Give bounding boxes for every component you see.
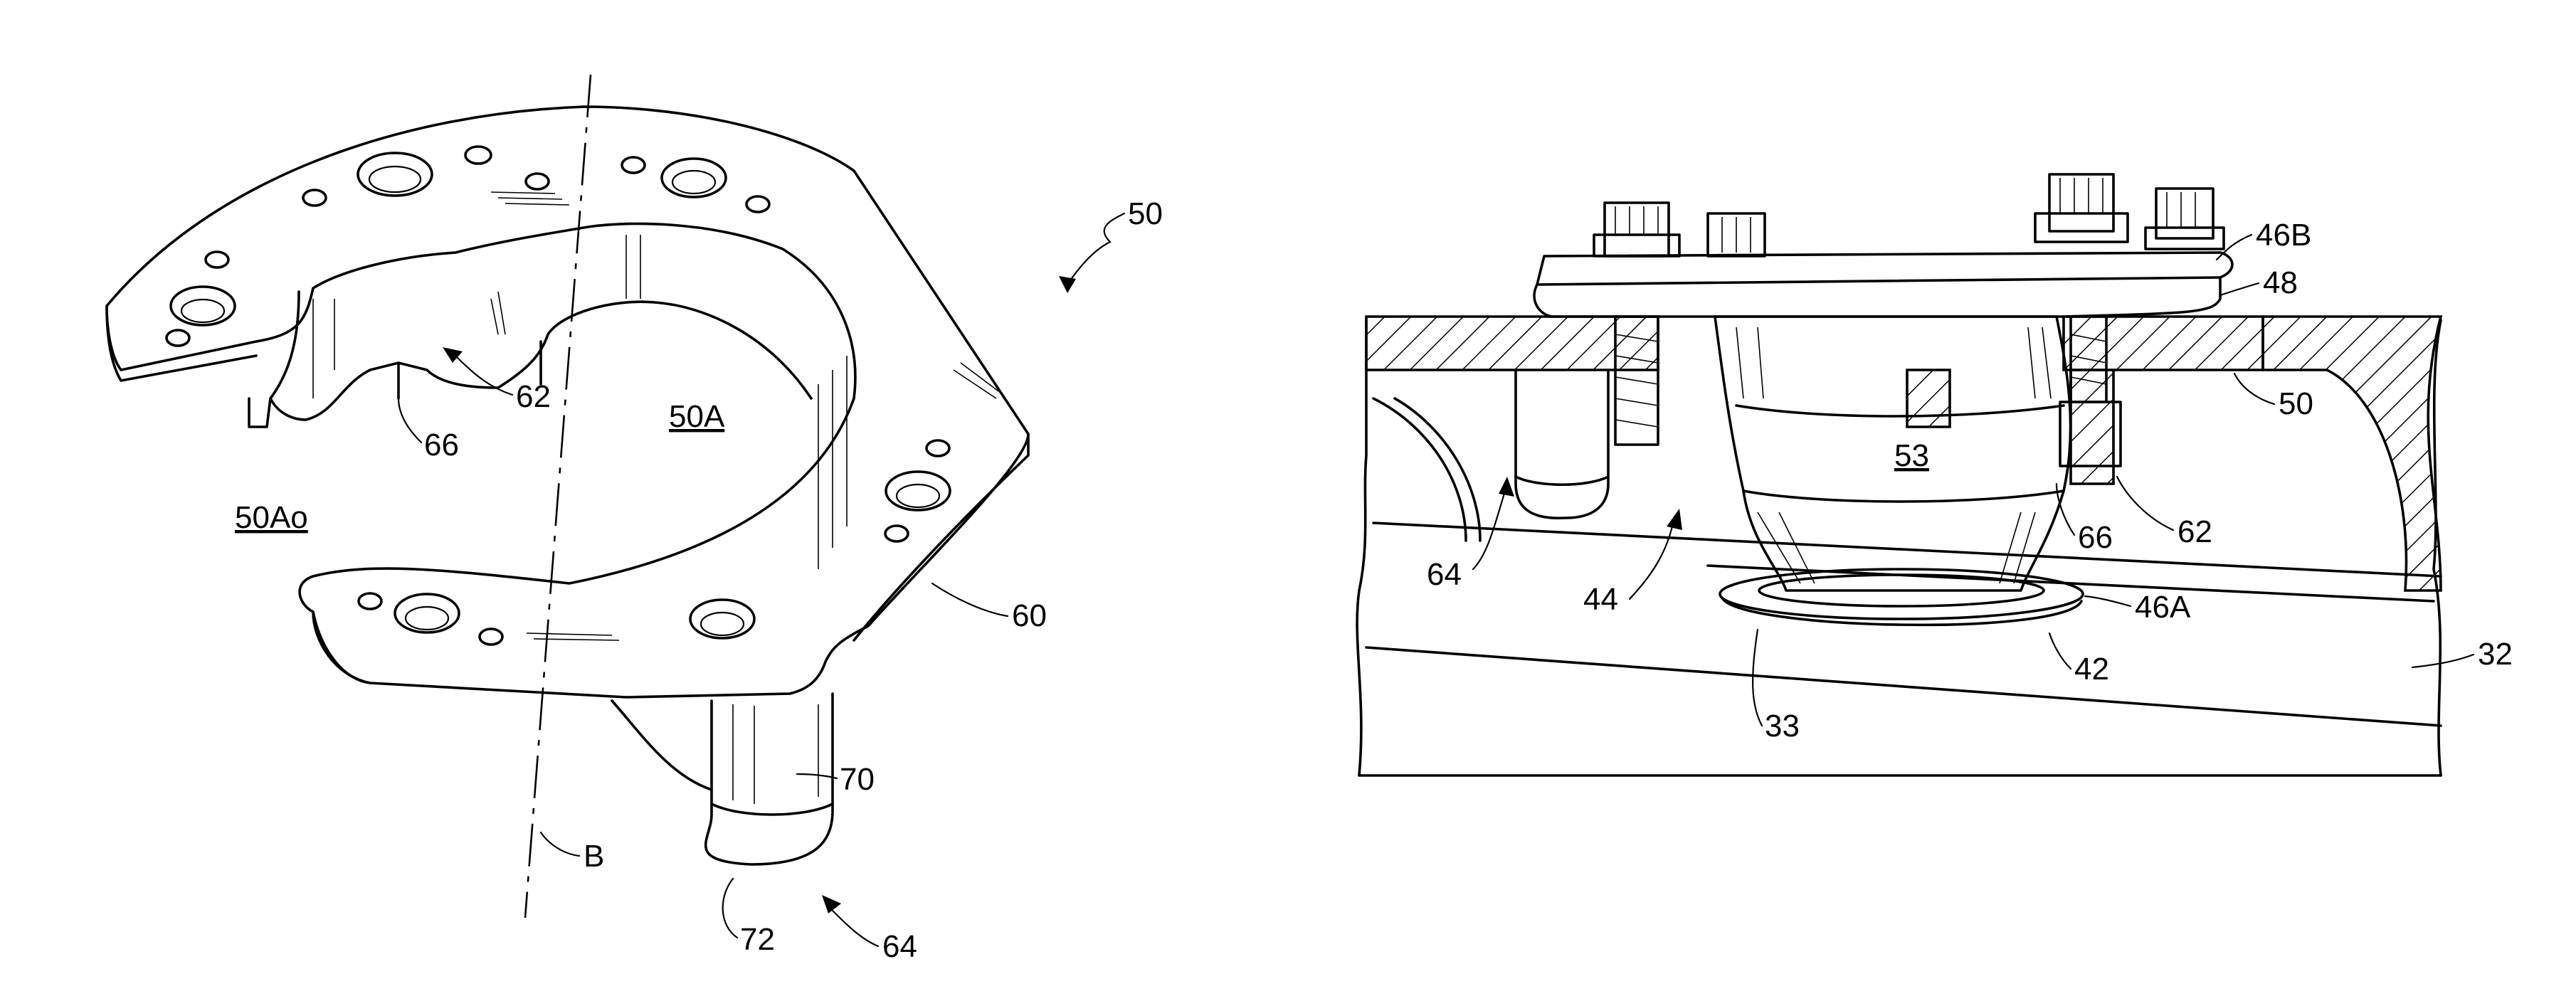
label-33: 33	[1765, 709, 1800, 743]
label-b: B	[584, 839, 604, 874]
label-70: 70	[840, 762, 875, 797]
label-72: 72	[740, 922, 775, 957]
label-46b: 46B	[2256, 218, 2311, 253]
label-64: 64	[882, 929, 917, 964]
label-50-right: 50	[2279, 386, 2313, 421]
label-64-right: 64	[1427, 557, 1462, 592]
disk-46a	[1720, 569, 2083, 619]
label-46a: 46A	[2135, 590, 2191, 625]
assembly-figure	[1357, 174, 2441, 775]
label-53: 53	[1894, 438, 1929, 473]
pin	[706, 694, 833, 864]
label-50: 50	[1128, 196, 1163, 231]
label-66: 66	[424, 428, 459, 462]
label-44: 44	[1583, 582, 1618, 617]
label-50ao: 50Ao	[235, 500, 308, 535]
bracket-figure	[107, 75, 1028, 918]
axis-b-centerline	[525, 75, 591, 918]
bracket-plate	[107, 107, 1028, 697]
label-66-right: 66	[2078, 520, 2113, 555]
label-60: 60	[1012, 598, 1047, 633]
label-48: 48	[2263, 265, 2298, 300]
label-42: 42	[2074, 652, 2109, 687]
label-62-right: 62	[2178, 514, 2212, 549]
label-32: 32	[2478, 637, 2513, 672]
label-62: 62	[516, 379, 551, 414]
label-50a: 50A	[669, 399, 725, 434]
